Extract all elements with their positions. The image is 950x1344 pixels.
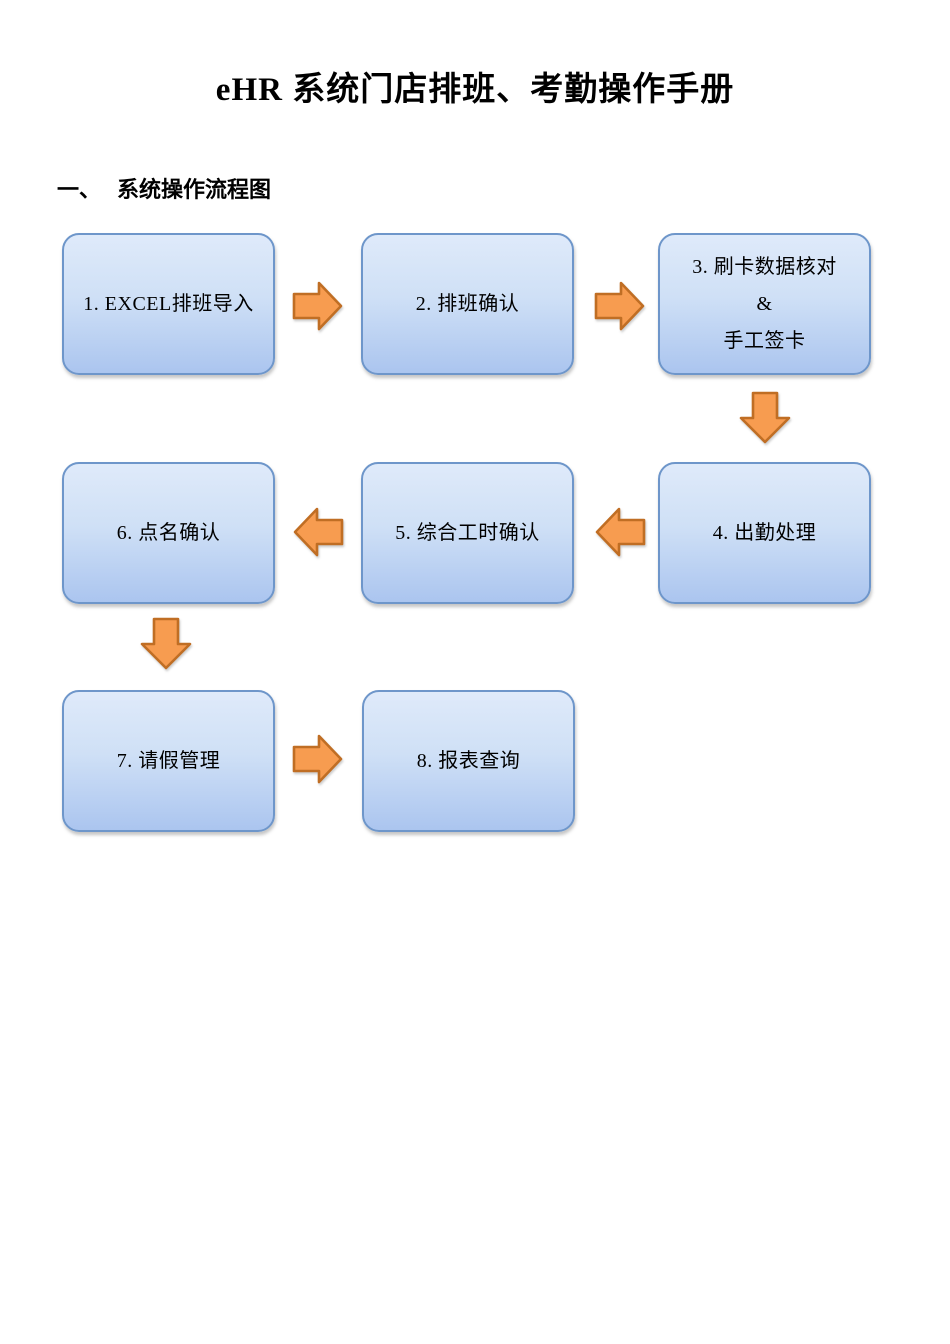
- arrow-left-icon: [293, 507, 344, 557]
- flow-step-label: 5. 综合工时确认: [395, 521, 540, 544]
- section-heading: 一、系统操作流程图: [57, 172, 271, 204]
- flow-step-label: 6. 点名确认: [116, 521, 221, 544]
- flow-step-label: 4. 出勤处理: [712, 521, 817, 544]
- arrow-right-icon: [292, 734, 343, 784]
- arrow-right-icon: [594, 281, 645, 331]
- arrow-right-icon: [292, 281, 343, 331]
- flow-step-8-report-query: 8. 报表查询: [362, 690, 575, 832]
- document-title: eHR 系统门店排班、考勤操作手册: [215, 72, 735, 108]
- section-title: 系统操作流程图: [117, 177, 272, 202]
- flow-step-label: 8. 报表查询: [416, 749, 521, 772]
- flow-step-5-working-hours-confirm: 5. 综合工时确认: [361, 462, 574, 604]
- flowchart: 1. EXCEL排班导入 2. 排班确认 3. 刷卡数据核对 & 手工签卡 4.…: [62, 233, 871, 832]
- flow-step-label: 1. EXCEL排班导入: [83, 292, 254, 315]
- flow-step-label: 3. 刷卡数据核对 & 手工签卡: [692, 255, 837, 352]
- flow-step-1-excel-import: 1. EXCEL排班导入: [62, 233, 275, 375]
- arrow-left-icon: [595, 507, 646, 557]
- flow-step-2-schedule-confirm: 2. 排班确认: [361, 233, 574, 375]
- section-number: 一、: [57, 177, 102, 202]
- flow-step-label: 7. 请假管理: [116, 749, 221, 772]
- flow-step-6-roll-call-confirm: 6. 点名确认: [62, 462, 275, 604]
- flow-step-label: 2. 排班确认: [415, 292, 520, 315]
- flow-step-7-leave-management: 7. 请假管理: [62, 690, 275, 832]
- flow-step-3-card-data-check: 3. 刷卡数据核对 & 手工签卡: [658, 233, 871, 375]
- arrow-down-icon: [140, 617, 192, 670]
- flow-step-4-attendance-processing: 4. 出勤处理: [658, 462, 871, 604]
- arrow-down-icon: [739, 391, 791, 444]
